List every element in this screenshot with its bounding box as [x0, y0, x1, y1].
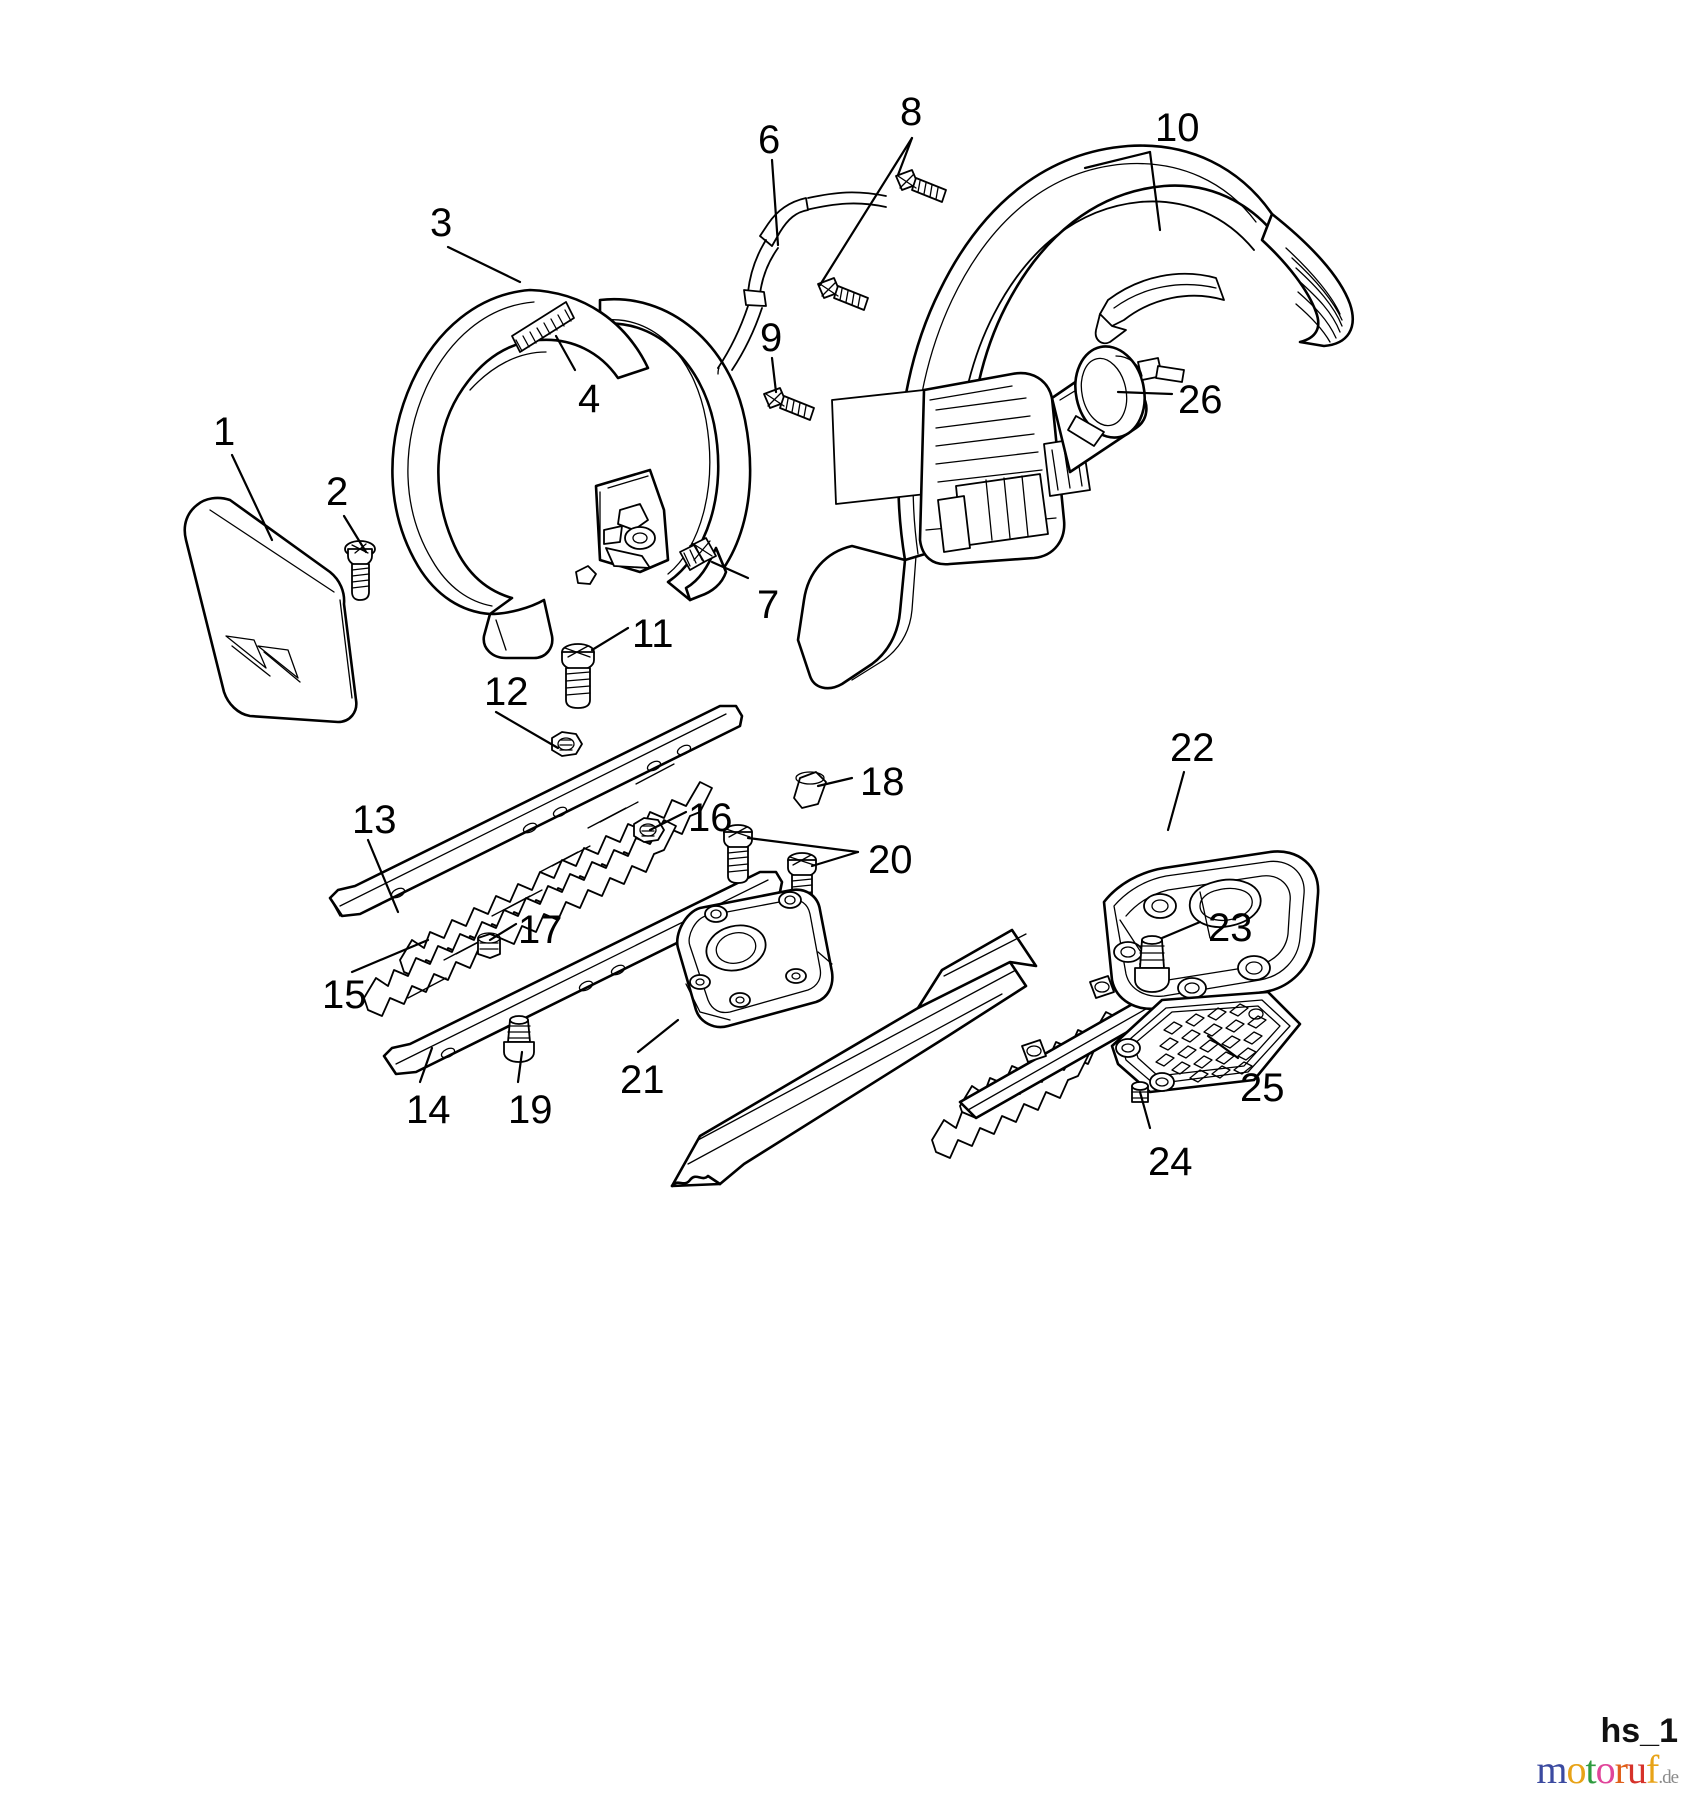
part-17-spacer-bushing	[477, 932, 501, 959]
callout-number-8: 8	[900, 90, 923, 134]
callout-number-15: 15	[322, 973, 367, 1017]
callout-number-9: 9	[760, 316, 783, 360]
brand-tld: .de	[1658, 1767, 1679, 1788]
leader-line-4	[554, 334, 577, 372]
leader-line-17	[488, 922, 518, 942]
part-26-drive-shaft-coupler	[1067, 345, 1185, 447]
part-10-motor-housing	[796, 144, 1355, 690]
leader-line-14	[418, 1046, 434, 1084]
leader-line-18	[816, 776, 854, 788]
leader-line-25	[1206, 1034, 1240, 1060]
leader-line-24	[1138, 1090, 1152, 1130]
callout-leader-lines	[230, 136, 1240, 1130]
leader-line-7	[710, 560, 750, 580]
leader-line-8	[896, 136, 914, 177]
brand-letter-2: t	[1585, 1747, 1597, 1792]
part-21-gear-case-cover	[675, 888, 834, 1029]
part-19-shoulder-screw	[503, 1015, 535, 1063]
part-6-throttle-cable	[717, 191, 887, 375]
callout-number-3: 3	[430, 201, 453, 245]
part-4-spring	[511, 301, 575, 353]
callout-number-23: 23	[1208, 906, 1253, 950]
brand-letter-5: u	[1626, 1747, 1647, 1792]
leader-line-26	[1116, 390, 1174, 396]
callout-number-25: 25	[1240, 1066, 1285, 1110]
callout-number-4: 4	[578, 377, 601, 421]
blade-shaft-assembly	[670, 928, 1038, 1188]
leader-line-16	[648, 810, 688, 832]
callout-number-21: 21	[620, 1058, 665, 1102]
part-2-screw	[344, 540, 376, 601]
leader-line-22	[1166, 770, 1186, 832]
callout-number-1: 1	[213, 410, 236, 454]
part-3-front-guard-ring	[391, 288, 752, 660]
leader-line-13	[366, 838, 400, 914]
part-13-blade-bar-upper	[328, 704, 744, 918]
brand-wordmark: motoruf.de	[1536, 1747, 1679, 1792]
callout-number-6: 6	[758, 118, 781, 162]
callout-number-20: 20	[868, 838, 913, 882]
leader-line-3	[446, 245, 522, 284]
leader-line-1	[230, 453, 274, 542]
callout-number-16: 16	[688, 796, 733, 840]
leader-line-6	[770, 158, 780, 247]
callout-number-7: 7	[757, 583, 780, 627]
leader-line-2	[342, 514, 368, 554]
leader-line-10	[1083, 150, 1152, 170]
callout-number-17: 17	[518, 908, 563, 952]
leader-line-motor-housing-second-leader	[1148, 150, 1162, 232]
brand-letter-0: m	[1536, 1747, 1567, 1792]
part-18-bushing-pin	[793, 771, 827, 809]
part-1-deflector-shield	[183, 496, 358, 724]
callout-number-12: 12	[484, 670, 529, 714]
part-7-bolt	[679, 537, 717, 571]
callout-number-13: 13	[352, 798, 397, 842]
part-8-screws	[817, 169, 947, 311]
product-code-text: hs_1	[1600, 1712, 1679, 1751]
part-9-screw	[763, 387, 815, 421]
callout-number-22: 22	[1170, 726, 1215, 770]
leader-line-23	[1160, 920, 1202, 940]
leader-line-19	[516, 1050, 524, 1084]
leader-line-21	[636, 1018, 680, 1054]
callout-number-11: 11	[632, 612, 674, 656]
part-23-screw	[1134, 935, 1170, 993]
leader-line-9	[770, 356, 778, 394]
leader-line-20	[810, 850, 860, 868]
part-11-screw	[561, 643, 595, 709]
leader-line-11	[590, 626, 630, 652]
part-12-lock-nut	[551, 731, 583, 757]
brand-letter-1: o	[1566, 1747, 1587, 1792]
leader-line-screws-pair-second-leader	[746, 836, 860, 854]
callout-number-26: 26	[1178, 378, 1223, 422]
part-25-vent-grille-plate	[1110, 990, 1302, 1094]
brand-letter-4: r	[1614, 1747, 1628, 1792]
leader-line-screw-set-second-leader	[818, 136, 914, 287]
leader-line-12	[494, 710, 560, 750]
leader-line-15	[350, 938, 430, 974]
brand-letter-6: f	[1645, 1747, 1659, 1792]
brand-letter-3: o	[1595, 1747, 1616, 1792]
site-logo: hs_1 motoruf.de	[1536, 1712, 1679, 1792]
callout-number-2: 2	[326, 470, 349, 514]
callout-number-19: 19	[508, 1088, 553, 1132]
callout-number-18: 18	[860, 760, 905, 804]
callout-number-10: 10	[1155, 106, 1200, 150]
callout-number-24: 24	[1148, 1140, 1193, 1184]
callout-number-14: 14	[406, 1088, 451, 1132]
